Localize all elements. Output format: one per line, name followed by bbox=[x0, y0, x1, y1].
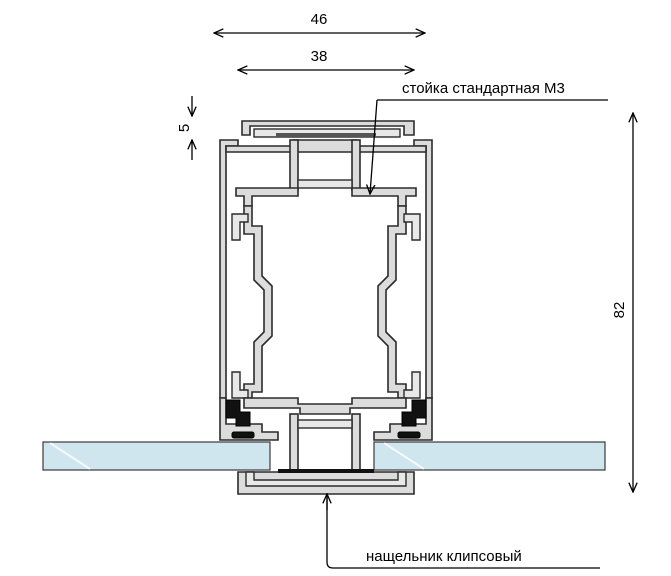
dimension-inner-width: 38 bbox=[238, 48, 414, 70]
cover-label-group: нащельник клипсовый bbox=[327, 494, 600, 569]
clip-cover bbox=[237, 469, 415, 495]
dimension-gap: 5 bbox=[176, 96, 193, 160]
mullion-label: стойка стандартная М3 bbox=[402, 80, 565, 97]
mullion-profile bbox=[219, 120, 433, 473]
gasket-left bbox=[225, 399, 251, 427]
dimension-outer-width: 46 bbox=[214, 11, 425, 33]
glass-panes bbox=[42, 441, 606, 471]
dimension-inner-width-label: 38 bbox=[311, 48, 328, 65]
dimension-outer-width-label: 46 bbox=[311, 11, 328, 28]
dimension-height: 82 bbox=[611, 113, 633, 492]
mullion-label-group: стойка стандартная М3 bbox=[370, 80, 608, 194]
glass-pane-left bbox=[42, 441, 271, 471]
cover-label: нащельник клипсовый bbox=[366, 548, 522, 565]
dimension-gap-label: 5 bbox=[176, 124, 193, 132]
gasket-right bbox=[401, 399, 427, 427]
dimension-height-label: 82 bbox=[611, 302, 628, 319]
glass-pane-right bbox=[373, 441, 606, 471]
gaskets bbox=[225, 399, 427, 439]
